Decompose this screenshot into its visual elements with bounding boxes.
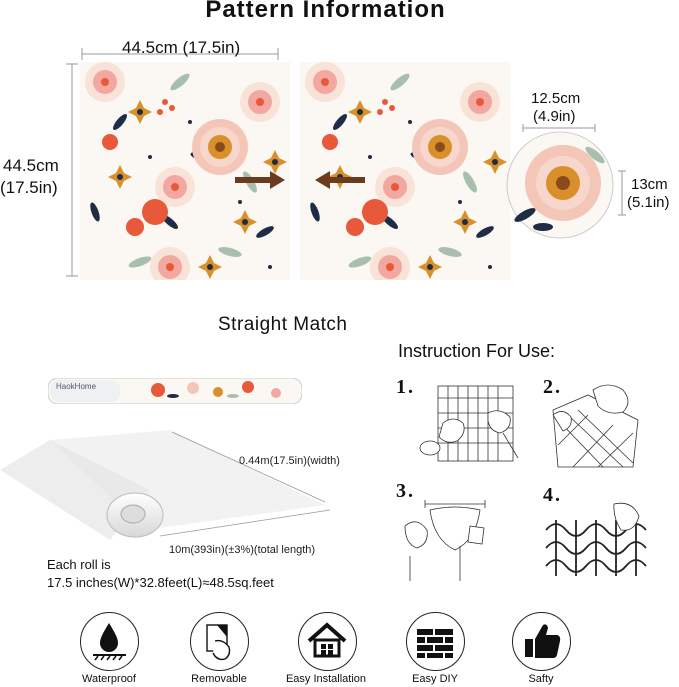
motif-height-dimension	[618, 170, 626, 216]
roll-length-label: 10m(393in)(±3%)(total length)	[169, 544, 316, 556]
easy-diy-label: Easy DIY	[412, 673, 458, 685]
roll-brand-label: HaokHome	[56, 382, 97, 391]
peel-off-icon	[206, 624, 231, 661]
floral-pattern-panels	[80, 62, 510, 280]
match-type-label: Straight Match	[218, 314, 348, 335]
roll-description-1: Each roll is	[47, 557, 111, 572]
instruction-title: Instruction For Use:	[398, 341, 556, 361]
pattern-height-dimension	[66, 62, 78, 278]
pattern-width-dimension	[80, 40, 280, 60]
step-2-illustration	[552, 384, 639, 468]
waterproof-feature	[80, 612, 139, 671]
waterproof-label: Waterproof	[81, 673, 136, 685]
pattern-height-label-2: (17.5in)	[0, 178, 58, 197]
roll-description-2: 17.5 inches(W)*32.8feet(L)≈48.5sq.feet	[47, 575, 274, 590]
step-1-number: 1.	[396, 376, 415, 398]
page-title: Pattern Information	[205, 0, 446, 23]
motif-width-label-2: (4.9in)	[533, 108, 576, 125]
motif-zoom-circle	[506, 131, 614, 239]
motif-width-dimension	[522, 124, 596, 132]
easy-installation-label: Easy Installation	[285, 673, 367, 685]
step-1-illustration	[419, 385, 519, 462]
step-2-number: 2.	[543, 376, 562, 398]
easy-diy-feature	[406, 612, 465, 671]
removable-label: Removable	[191, 673, 247, 685]
step-4-number: 4.	[543, 484, 562, 506]
water-drop-icon	[93, 623, 126, 661]
safety-feature	[512, 612, 571, 671]
rolled-wallpaper-image	[48, 378, 302, 404]
brick-wall-icon	[417, 629, 453, 658]
step-4-illustration	[545, 502, 647, 576]
pattern-height-label-1: 44.5cm	[3, 156, 59, 175]
easy-installation-feature	[298, 612, 357, 671]
roll-unrolled-illustration	[0, 430, 331, 540]
motif-height-label-2: (5.1in)	[627, 194, 670, 211]
safety-label: Safty	[528, 673, 554, 685]
step-3-number: 3.	[396, 480, 415, 502]
thumbs-up-icon	[525, 624, 561, 658]
pattern-width-label: 44.5cm (17.5in)	[122, 38, 241, 57]
house-icon	[307, 622, 347, 658]
motif-width-label-1: 12.5cm	[531, 90, 581, 107]
removable-feature	[190, 612, 249, 671]
motif-height-label-1: 13cm	[631, 176, 668, 193]
roll-width-label: 0.44m(17.5in)(width)	[239, 455, 340, 467]
step-3-illustration	[404, 500, 486, 581]
